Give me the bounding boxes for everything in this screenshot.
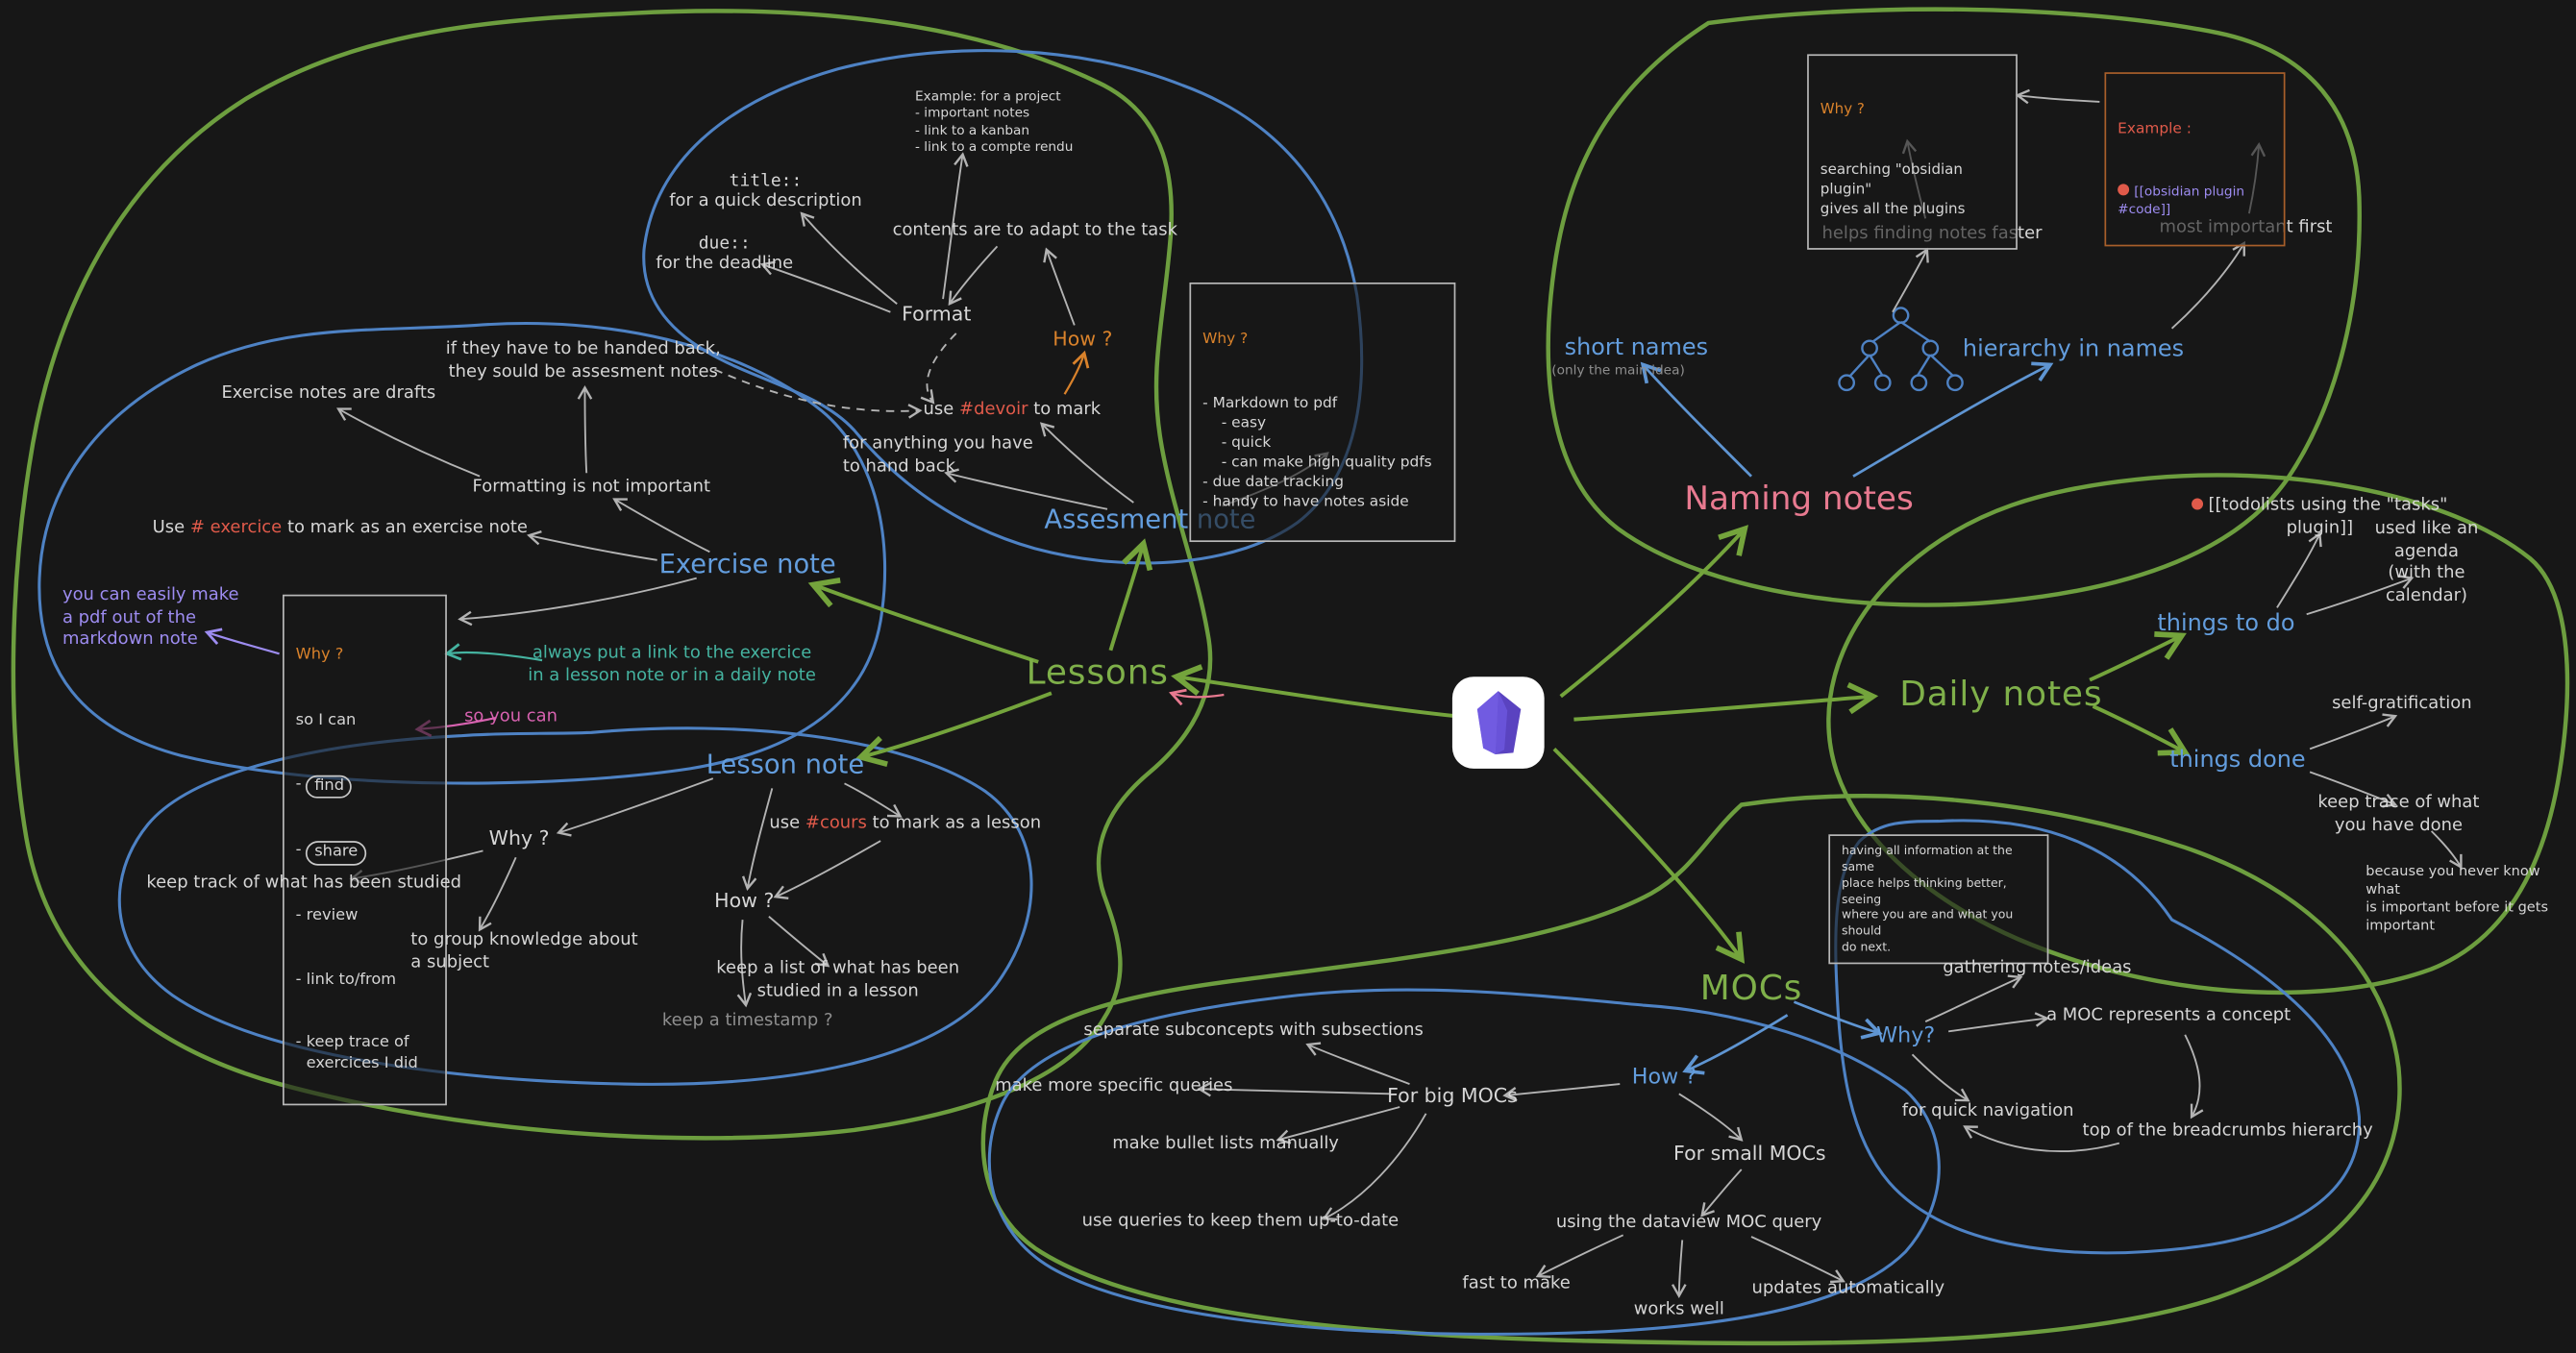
pin-icon (2192, 498, 2204, 510)
node-quick-navigation[interactable]: for quick navigation (1901, 1100, 2074, 1120)
why-item: -review (295, 907, 359, 925)
node-dataview-query[interactable]: using the dataview MOC query (1555, 1212, 1822, 1233)
node-fast-to-make[interactable]: fast to make (1462, 1272, 1571, 1293)
node-hierarchy-in-names[interactable]: hierarchy in names (1962, 336, 2185, 363)
assesment-why-box[interactable]: Why ? - Markdown to pdf - easy - quick -… (1189, 282, 1456, 542)
node-assesment-how[interactable]: How ? (1053, 327, 1113, 351)
node-things-to-do[interactable]: things to do (2157, 610, 2295, 638)
node-for-small-mocs[interactable]: For small MOCs (1673, 1142, 1826, 1166)
node-exercise-note[interactable]: Exercise note (658, 548, 836, 579)
node-handed-back[interactable]: if they have to be handed back, they sou… (445, 338, 721, 381)
node-things-done[interactable]: things done (2169, 747, 2306, 774)
text-pre: use (923, 399, 960, 420)
node-mocs-why[interactable]: Why? (1876, 1023, 1936, 1049)
node-short-names[interactable]: short names (1564, 334, 1709, 361)
node-always-link[interactable]: always put a link to the exercice in a l… (528, 642, 816, 685)
node-use-cours[interactable]: use #cours to mark as a lesson (769, 813, 1041, 835)
node-breadcrumbs[interactable]: top of the breadcrumbs hierarchy (2082, 1119, 2373, 1141)
node-specific-queries[interactable]: make more specific queries (995, 1075, 1233, 1096)
node-format[interactable]: Format (902, 302, 972, 326)
node-so-you-can[interactable]: so you can (464, 706, 558, 726)
obsidian-logo[interactable] (1451, 676, 1545, 769)
node-self-gratification[interactable]: self-gratification (2332, 693, 2472, 714)
node-keep-timestamp[interactable]: keep a timestamp ? (661, 1010, 833, 1030)
node-due-field-code[interactable]: due:: (698, 234, 751, 254)
why-item: -find (296, 774, 434, 800)
text-post: to mark as an exercise note (282, 517, 528, 538)
text-post: to mark (1028, 399, 1102, 420)
node-format-example[interactable]: Example: for a project - important notes… (915, 88, 1074, 155)
node-works-well[interactable]: works well (1633, 1299, 1724, 1319)
node-lesson-how[interactable]: How ? (714, 889, 775, 912)
node-never-know[interactable]: because you never know what is important… (2365, 864, 2549, 935)
lessons-boundary (11, 9, 1213, 1141)
node-group-knowledge[interactable]: to group knowledge about a subject (410, 929, 638, 972)
mocs-info-box[interactable]: having all information at the same place… (1828, 834, 2049, 965)
find-oval: find (306, 774, 353, 800)
node-mocs[interactable]: MOCs (1699, 968, 1803, 1008)
hierarchy-tree-diagram[interactable] (1838, 307, 1964, 392)
text-pre: Use (152, 517, 190, 538)
node-short-names-note: (only the main idea) (1551, 362, 1685, 378)
node-title-field-desc[interactable]: for a quick description (669, 190, 862, 211)
node-updates-automatically[interactable]: updates automatically (1751, 1278, 1945, 1298)
node-lesson-note[interactable]: Lesson note (706, 748, 865, 780)
node-formatting-not-important[interactable]: Formatting is not important (472, 476, 711, 497)
why-item: -keep trace of exercices I did (295, 1033, 418, 1073)
node-naming-notes[interactable]: Naming notes (1684, 478, 1914, 518)
example-box-title: Example : (2118, 121, 2192, 139)
node-mocs-how[interactable]: How ? (1631, 1065, 1697, 1091)
node-lessons[interactable]: Lessons (1026, 652, 1169, 693)
node-due-field-desc[interactable]: for the deadline (656, 253, 794, 274)
node-use-devoir[interactable]: use #devoir to mark (924, 400, 1102, 422)
node-contents-adapt[interactable]: contents are to adapt to the task (892, 220, 1178, 240)
node-pdf-markdown[interactable]: you can easily make a pdf out of the mar… (62, 584, 239, 650)
node-used-agenda[interactable]: used like an agenda (with the calendar) (2374, 518, 2479, 606)
share-oval: share (306, 841, 366, 866)
obsidian-gem-icon (1476, 691, 1522, 754)
cours-tag: #cours (805, 813, 867, 833)
blue-connectors (1640, 361, 2054, 1075)
why-box-body: searching "obsidian plugin" gives all th… (1820, 162, 1966, 219)
devoir-tag: #devoir (959, 399, 1028, 420)
why-box-intro: so I can (295, 711, 357, 729)
text-post: to mark as a lesson (866, 813, 1042, 833)
node-bullet-lists[interactable]: make bullet lists manually (1112, 1133, 1339, 1154)
text-pre: use (769, 813, 805, 833)
arrow-layer (336, 88, 2463, 1298)
why-box-title: Why ? (1820, 101, 1865, 118)
why-box-title: Why ? (295, 645, 344, 663)
pin-icon (2118, 183, 2130, 195)
node-gathering[interactable]: gathering notes/ideas (1943, 957, 2132, 978)
node-queries-uptodate[interactable]: use queries to keep them up-to-date (1081, 1210, 1399, 1231)
node-keep-trace-done[interactable]: keep trace of what you have done (2317, 792, 2480, 835)
node-keep-track[interactable]: keep track of what has been studied (146, 872, 462, 893)
why-item: -share (296, 841, 434, 866)
node-use-exercice[interactable]: Use # exercice to mark as an exercise no… (153, 518, 528, 540)
node-title-field-code[interactable]: title:: (729, 171, 803, 191)
node-keep-list[interactable]: keep a list of what has been studied in … (716, 958, 960, 1000)
naming-why-box[interactable]: Why ? searching "obsidian plugin" gives … (1807, 54, 2018, 250)
node-daily-notes[interactable]: Daily notes (1899, 674, 2103, 714)
example-box-body: [[obsidian plugin #code]] (2118, 183, 2249, 216)
node-hand-back[interactable]: for anything you have to hand back (842, 433, 1033, 477)
mocs-boundary (980, 794, 2402, 1346)
mocs-how-boundary (987, 988, 1941, 1336)
why-box-body: - Markdown to pdf - easy - quick - can m… (1202, 395, 1432, 512)
node-moc-concept[interactable]: a MOC represents a concept (2046, 1005, 2291, 1025)
node-lesson-why[interactable]: Why ? (488, 826, 550, 850)
naming-example-box[interactable]: Example : [[obsidian plugin #code]] (2104, 72, 2286, 248)
node-todolists-link[interactable]: [[todolists using the "tasks" plugin]] (2192, 495, 2448, 540)
green-connectors (807, 525, 2191, 964)
node-separate-subconcepts[interactable]: separate subconcepts with subsections (1083, 1020, 1424, 1041)
naming-boundary (1546, 7, 2362, 607)
why-box-title: Why ? (1202, 332, 1249, 349)
node-for-big-mocs[interactable]: For big MOCs (1387, 1084, 1518, 1108)
why-item: -link to/from (295, 970, 397, 989)
exercice-tag: # exercice (189, 517, 283, 538)
node-exercise-drafts[interactable]: Exercise notes are drafts (221, 382, 436, 404)
exercise-why-box[interactable]: Why ? so I can -find -share -review -lin… (282, 594, 447, 1105)
